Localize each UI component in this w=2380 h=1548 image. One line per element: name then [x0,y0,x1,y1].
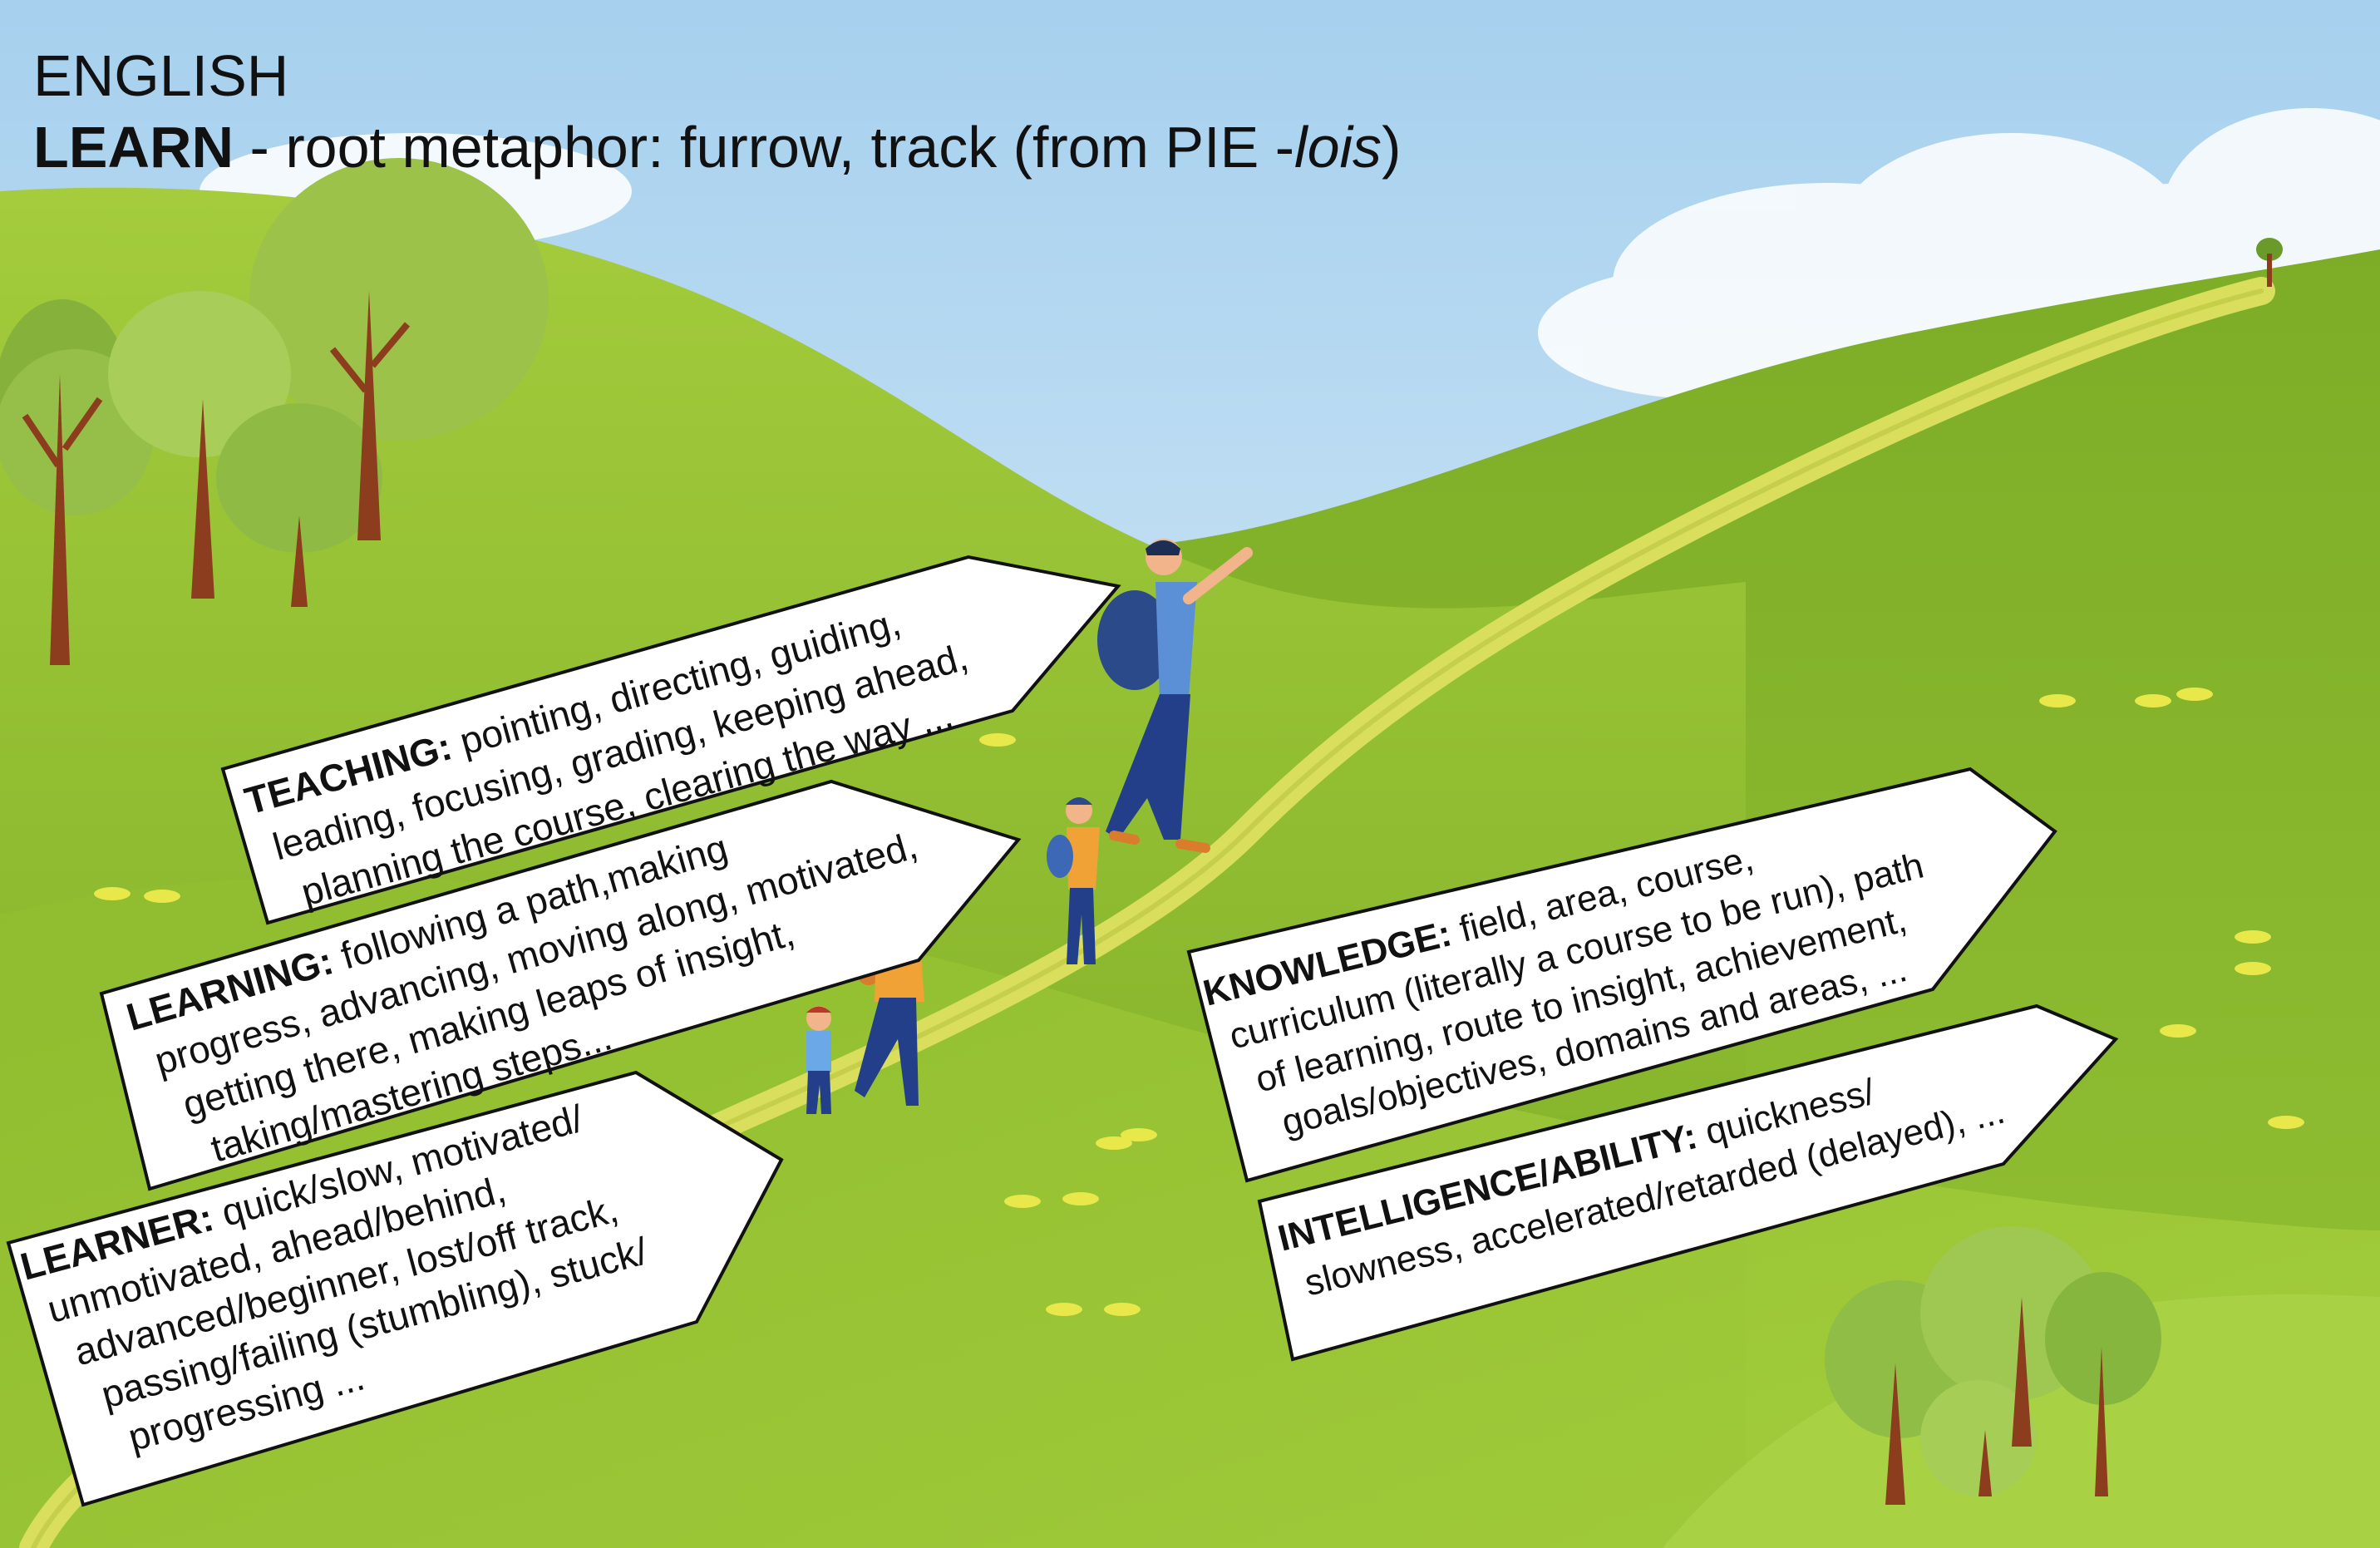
title-separator: - [234,115,286,180]
title-subtitle-italic: lois [1294,115,1382,180]
right-trees [1825,1226,2161,1505]
small-child-hiker [806,1006,831,1114]
language-label: ENGLISH [33,43,289,108]
flower-dots [94,688,2304,1316]
distant-tree [2256,238,2283,287]
header: ENGLISH LEARN - root metaphor: furrow, t… [33,42,1401,185]
title-subtitle: root metaphor: furrow, track (from PIE - [285,115,1295,180]
left-trees [0,158,549,665]
older-child-hiker [1047,797,1100,964]
page-title: LEARN - root metaphor: furrow, track (fr… [33,110,1401,185]
father-hiker [1097,539,1253,853]
title-subtitle-end: ) [1382,115,1402,180]
title-word: LEARN [33,115,234,180]
